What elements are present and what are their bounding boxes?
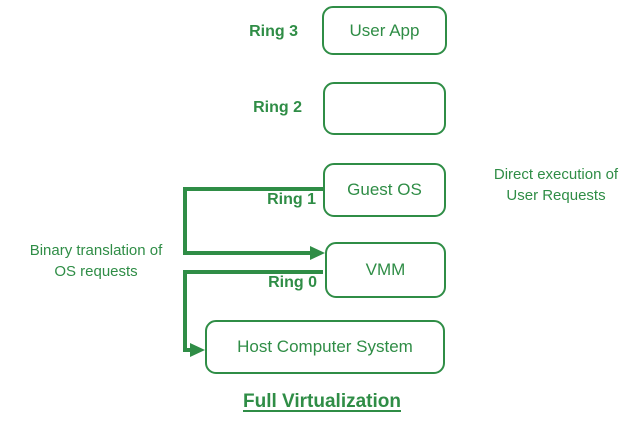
- host-computer-system-box: Host Computer System: [205, 320, 445, 374]
- direct-execution-annotation-line1: Direct execution of: [493, 166, 619, 183]
- vmm-box-label: VMM: [365, 260, 406, 279]
- user-app-box-label: User App: [349, 20, 420, 40]
- vmm-box: VMM: [325, 242, 446, 298]
- guest-os-box-label: Guest OS: [347, 180, 422, 199]
- ring-2-empty-box: [323, 82, 446, 135]
- binary-translation-annotation-line2: OS requests: [54, 263, 138, 280]
- ring-0-label: Ring 0: [268, 274, 317, 291]
- binary-translation-annotation-line1: Binary translation of: [29, 242, 163, 259]
- binary-translation-line-guestos-to-vmm: [183, 187, 323, 255]
- ring-1-label: Ring 1: [267, 191, 316, 208]
- ring-3-label: Ring 3: [249, 23, 298, 40]
- binary-translation-line-vmm-to-host: [183, 270, 323, 352]
- user-app-box: User App: [322, 6, 447, 55]
- arrowhead-into-host-icon: [190, 343, 205, 357]
- direct-execution-annotation-line2: User Requests: [506, 187, 606, 204]
- ring-2-label: Ring 2: [253, 99, 302, 116]
- binary-translation-annotation: Binary translation of OS requests: [0, 240, 192, 282]
- guest-os-box: Guest OS: [323, 163, 446, 217]
- host-computer-system-box-label: Host Computer System: [237, 337, 413, 356]
- direct-execution-annotation: Direct execution of User Requests: [466, 164, 641, 206]
- diagram-title: Full Virtualization: [243, 391, 401, 412]
- arrowhead-into-vmm-icon: [310, 246, 325, 260]
